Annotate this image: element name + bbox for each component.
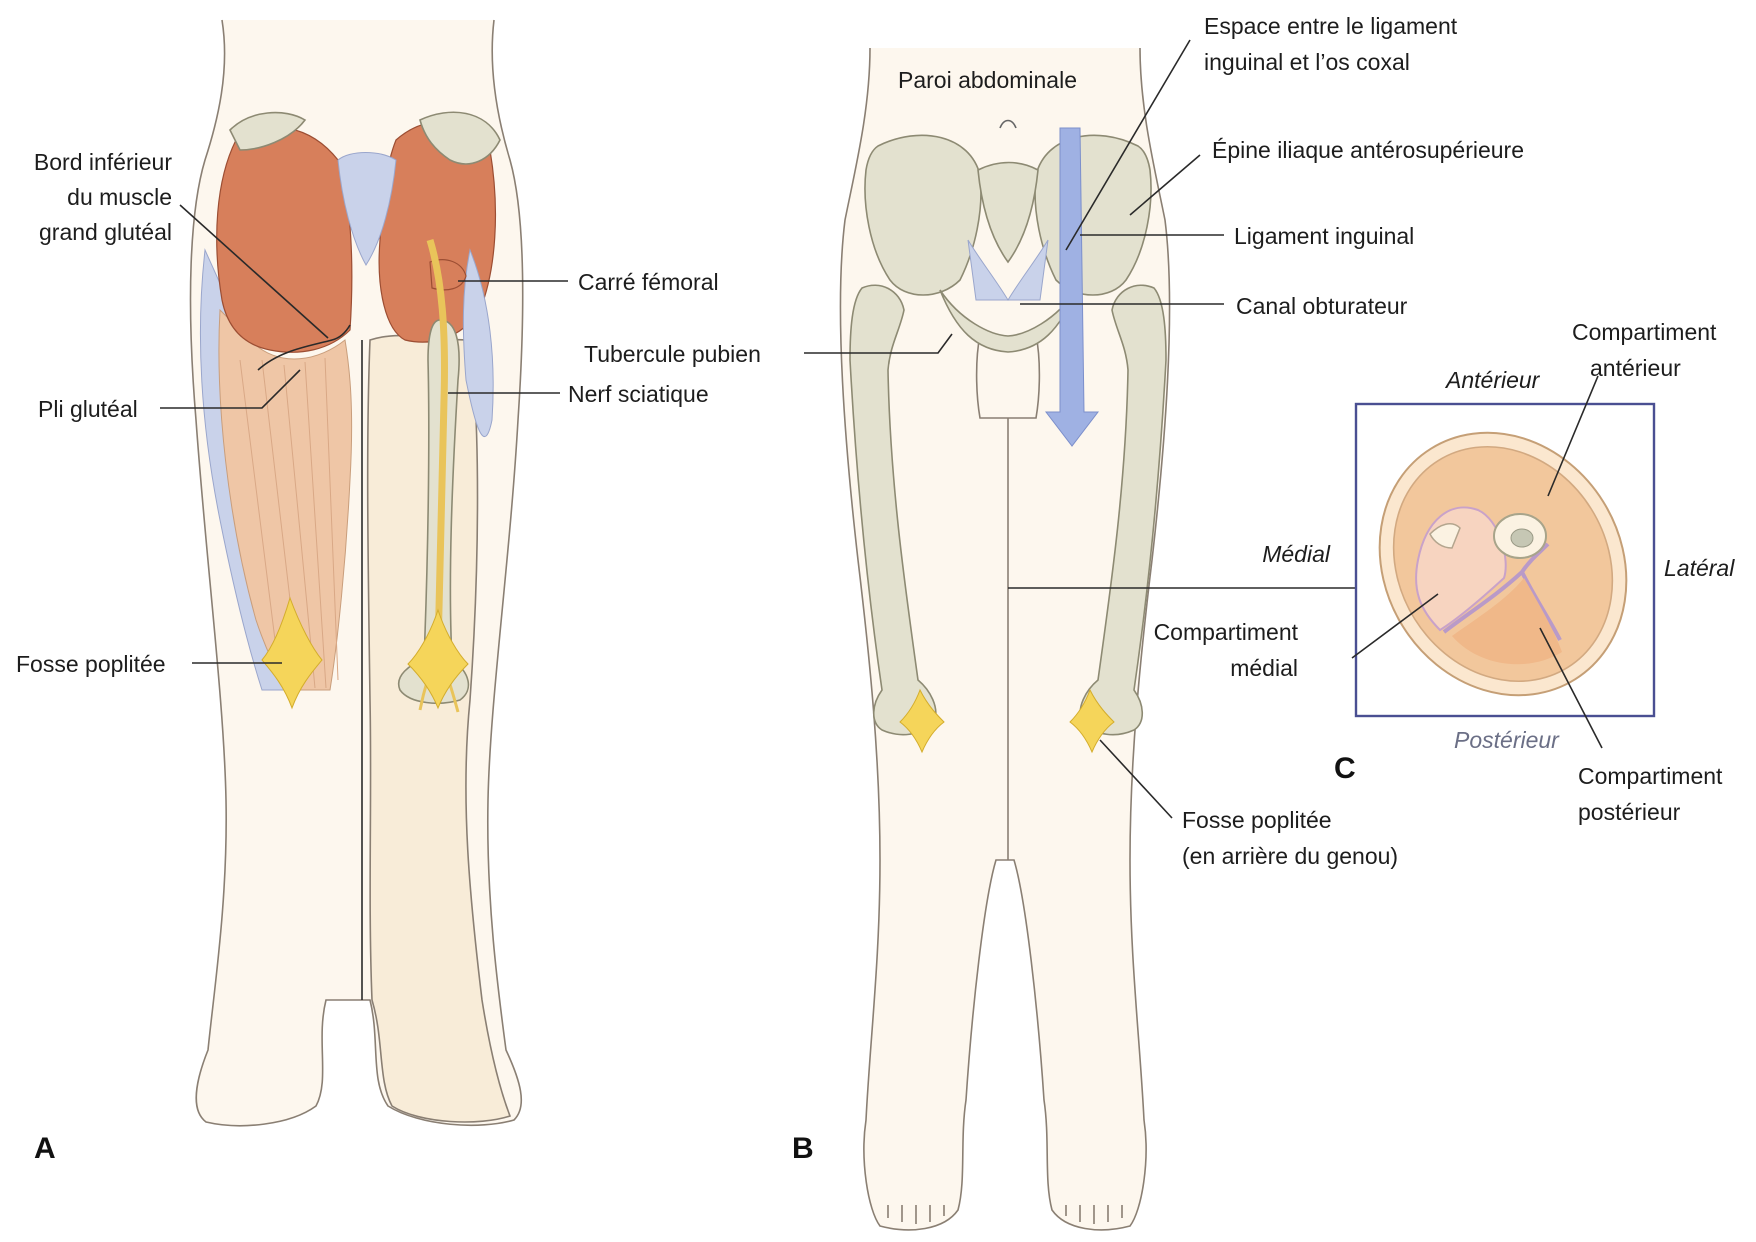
label-tubercule-pubien: Tubercule pubien [584,341,761,367]
label-pli-gluteal: Pli glutéal [38,396,138,422]
label-fosse-poplitee-a: Fosse poplitée [16,651,166,677]
label-anterieur: Antérieur [1444,367,1541,393]
label-bord-inferieur-2: du muscle [67,184,172,210]
label-posterieur: Postérieur [1454,727,1560,753]
panel-label-a: A [34,1132,56,1165]
label-lateral: Latéral [1664,555,1735,581]
label-epine-iliaque: Épine iliaque antérosupérieure [1212,137,1524,163]
label-medial: Médial [1262,541,1331,567]
label-compartiment-medial-1: Compartiment [1154,619,1299,645]
panel-a-illustration [190,20,522,1126]
label-paroi-abdominale: Paroi abdominale [898,67,1077,93]
panel-c-illustration [1331,386,1675,742]
left-gluteus-maximus [217,127,352,352]
label-compartiment-anterieur-2: antérieur [1590,355,1681,381]
panel-label-b: B [792,1132,814,1165]
label-fosse-poplitee-b-1: Fosse poplitée [1182,807,1332,833]
label-compartiment-medial-2: médial [1230,655,1298,681]
panel-b-illustration [840,48,1169,1230]
label-bord-inferieur-3: grand glutéal [39,219,172,245]
label-carre-femoral: Carré fémoral [578,269,719,295]
label-espace-2: inguinal et l’os coxal [1204,49,1410,75]
label-ligament-inguinal: Ligament inguinal [1234,223,1414,249]
label-espace-1: Espace entre le ligament [1204,13,1458,39]
label-nerf-sciatique: Nerf sciatique [568,381,709,407]
label-fosse-poplitee-b-2: (en arrière du genou) [1182,843,1398,869]
label-compartiment-anterieur-1: Compartiment [1572,319,1717,345]
label-compartiment-posterieur-2: postérieur [1578,799,1681,825]
marrow [1511,529,1533,547]
label-bord-inferieur-1: Bord inférieur [34,149,172,175]
label-compartiment-posterieur-1: Compartiment [1578,763,1723,789]
panel-label-c: C [1334,752,1356,785]
label-canal-obturateur: Canal obturateur [1236,293,1408,319]
